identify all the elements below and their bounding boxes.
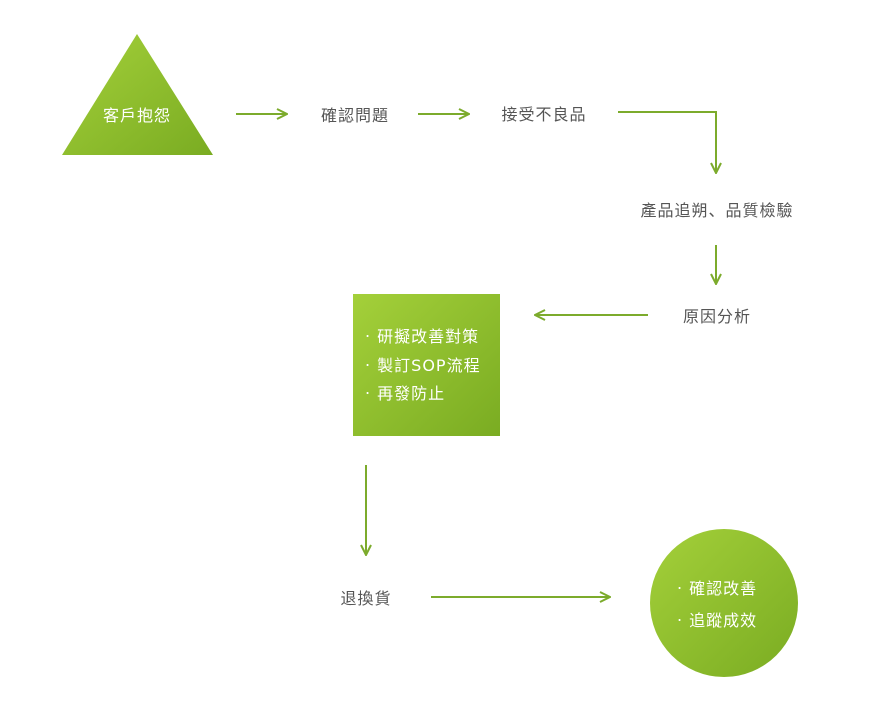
- step-root-cause: 原因分析: [683, 307, 751, 326]
- result-item: ‧ 追蹤成效: [677, 611, 757, 630]
- start-triangle: [62, 34, 213, 155]
- result-item: ‧ 確認改善: [677, 579, 757, 598]
- step-trace-inspect: 產品追朔、品質檢驗: [640, 201, 793, 220]
- start-label: 客戶抱怨: [103, 106, 171, 125]
- result-circle: [650, 529, 798, 677]
- step-confirm-issue: 確認問題: [321, 106, 389, 125]
- customer-complaint-node: 客戶抱怨: [62, 34, 213, 155]
- countermeasure-item: ‧ 再發防止: [365, 384, 445, 403]
- arrow-accept-to-trace: [618, 111, 716, 173]
- countermeasure-item: ‧ 研擬改善對策: [365, 327, 479, 346]
- step-return-exchange: 退換貨: [340, 589, 391, 608]
- countermeasures-node: ‧ 研擬改善對策 ‧ 製訂SOP流程 ‧ 再發防止: [353, 294, 500, 436]
- countermeasures-box: [353, 294, 500, 436]
- countermeasure-item: ‧ 製訂SOP流程: [365, 356, 481, 375]
- step-accept-defect: 接受不良品: [501, 105, 586, 124]
- result-node: ‧ 確認改善 ‧ 追蹤成效: [650, 529, 798, 677]
